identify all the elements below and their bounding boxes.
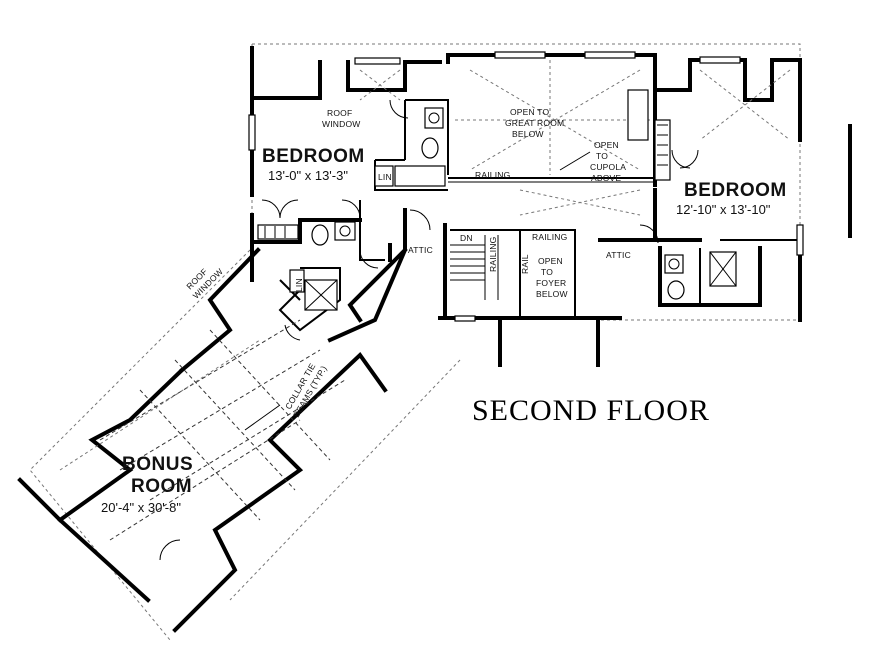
open-foyer-4: BELOW bbox=[536, 289, 568, 299]
bonus-room-dims: 20'-4" x 30'-8" bbox=[101, 500, 181, 515]
chimney-icon bbox=[627, 89, 649, 141]
closet-rod-icon bbox=[654, 119, 671, 181]
open-cupola-3: CUPOLA bbox=[590, 162, 626, 172]
window-icon-7 bbox=[454, 315, 476, 322]
window-icon-5 bbox=[248, 114, 256, 151]
lin-side: LIN bbox=[294, 278, 304, 292]
door-swings bbox=[159, 99, 699, 561]
roof-window-side: ROOF WINDOW bbox=[184, 266, 225, 300]
bonus-wing bbox=[17, 247, 408, 633]
attic-right-label: ATTIC bbox=[606, 250, 631, 260]
open-foyer-2: TO bbox=[541, 267, 553, 277]
roof-window-label-1: ROOF bbox=[327, 108, 352, 118]
attic-left-label: ATTIC bbox=[408, 245, 433, 255]
bedroom-left-name: BEDROOM bbox=[262, 146, 365, 167]
open-foyer-3: FOYER bbox=[536, 278, 566, 288]
toilet-icon bbox=[421, 137, 439, 159]
open-foyer-1: OPEN bbox=[538, 256, 563, 266]
open-great-room-1: OPEN TO bbox=[510, 107, 550, 117]
bonus-room-name-line2: ROOM bbox=[131, 476, 192, 497]
stairs bbox=[450, 235, 499, 300]
open-great-room-3: BELOW bbox=[512, 129, 544, 139]
collar-tie-arrow bbox=[244, 404, 281, 431]
interior-walls bbox=[250, 99, 800, 367]
open-great-room-2: GREAT ROOM bbox=[505, 118, 564, 128]
bonus-room-name-line1: BONUS bbox=[122, 454, 193, 475]
railing-stair-label: RAILING bbox=[532, 232, 567, 242]
toilet-icon-3 bbox=[667, 280, 685, 300]
toilet-icon-2 bbox=[311, 224, 329, 246]
window-icon bbox=[354, 57, 401, 65]
closet-rod-icon-2 bbox=[257, 224, 299, 240]
railing-top-label: RAILING bbox=[475, 170, 510, 180]
rail-vertical-label-1: RAILING bbox=[488, 237, 498, 272]
bedroom-left-dims: 13'-0" x 13'-3" bbox=[268, 168, 348, 183]
window-icon-4 bbox=[699, 56, 741, 64]
fixtures bbox=[257, 89, 737, 311]
lin-side-label: LIN bbox=[294, 278, 304, 292]
bedroom-right-name: BEDROOM bbox=[684, 180, 787, 201]
cupola-arrow bbox=[559, 151, 591, 171]
window-icon-6 bbox=[796, 224, 804, 256]
windows bbox=[248, 51, 804, 322]
window-icon-3 bbox=[584, 51, 636, 59]
collar-tie-beams bbox=[59, 319, 346, 541]
sink-icon-3 bbox=[664, 254, 684, 274]
bedroom-right-dims: 12'-10" x 13'-10" bbox=[676, 202, 771, 217]
linen-closet-icon bbox=[374, 165, 394, 187]
window-icon-2 bbox=[494, 51, 546, 59]
rail-vertical: RAIL bbox=[520, 254, 530, 274]
eave-outline bbox=[29, 43, 801, 641]
dn-label: DN bbox=[460, 233, 473, 243]
open-cupola-4: ABOVE bbox=[591, 173, 621, 183]
open-cupola-2: TO bbox=[596, 151, 608, 161]
sink-icon-2 bbox=[334, 221, 356, 241]
sink-icon bbox=[424, 107, 444, 129]
plan-title: SECOND FLOOR bbox=[472, 394, 710, 427]
roof-window-label-2: WINDOW bbox=[322, 119, 361, 129]
rail-vertical-label-2: RAIL bbox=[520, 254, 530, 274]
lin-top-label: LIN bbox=[378, 172, 392, 182]
open-cupola-1: OPEN bbox=[594, 140, 619, 150]
railing-vertical: RAILING bbox=[488, 237, 498, 272]
bathtub-icon bbox=[394, 165, 446, 187]
linen-closet-icon-2 bbox=[289, 269, 305, 293]
great-room-ceiling bbox=[359, 60, 791, 216]
